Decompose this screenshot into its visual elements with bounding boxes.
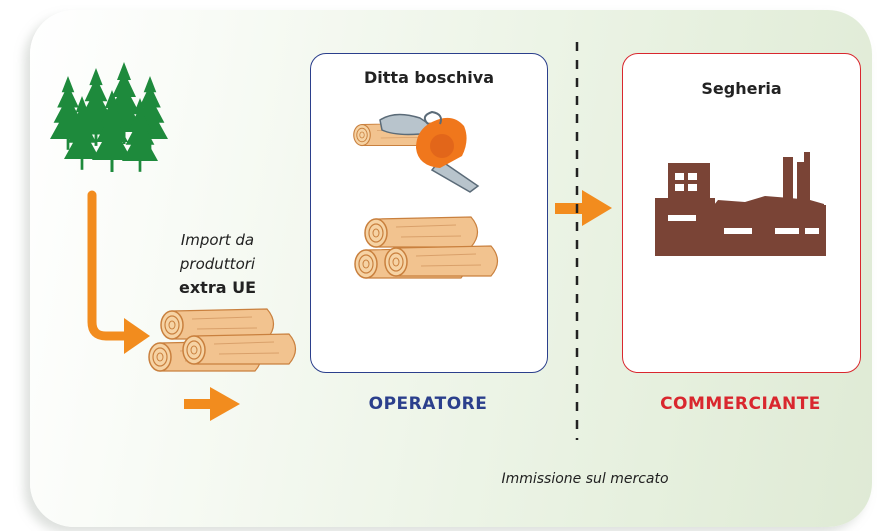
import-label: Import da produttori extra UE — [150, 228, 285, 300]
import-arrow — [87, 190, 150, 354]
import-line-2: produttori — [179, 255, 256, 273]
operator-role-label: OPERATORE — [368, 394, 488, 414]
arrow-icon — [184, 387, 240, 421]
market-placement-label: Immissione sul mercato — [501, 471, 669, 487]
transfer-arrow — [555, 190, 612, 226]
import-line-1: Import da — [180, 231, 255, 249]
sawmill-factory-icon — [655, 152, 826, 256]
imported-logs-icon — [148, 308, 297, 372]
operator-title: Ditta boschiva — [364, 68, 494, 87]
forest-icon — [50, 62, 168, 172]
logs-icon — [354, 216, 499, 279]
chainsaw-icon — [379, 110, 480, 193]
trader-role-label: COMMERCIANTE — [660, 394, 821, 414]
import-line-3: extra UE — [179, 278, 256, 297]
trader-title: Segheria — [701, 79, 782, 98]
operator-box: Ditta boschiva — [310, 53, 548, 373]
